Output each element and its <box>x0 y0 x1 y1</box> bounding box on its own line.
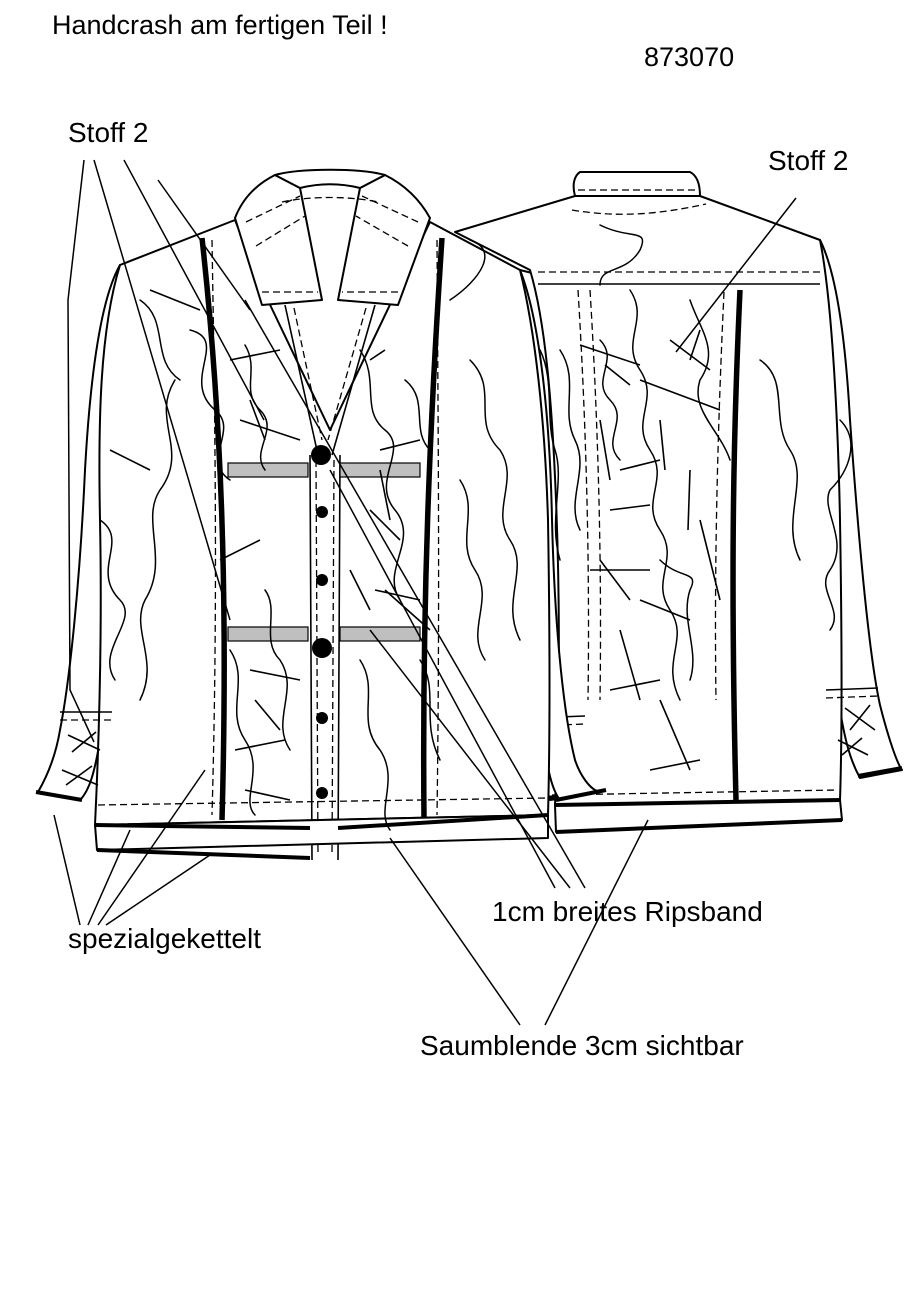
callout-leaders <box>53 159 797 1026</box>
page-title: Handcrash am fertigen Teil ! <box>52 10 388 40</box>
back-right-seam-tape <box>730 289 743 801</box>
leader-grosgrain-3 <box>369 629 571 889</box>
leader-fabric-front-4 <box>157 179 251 311</box>
grosgrain-band-upper-left <box>227 462 309 478</box>
back-view <box>454 171 903 834</box>
button-large-upper <box>311 445 331 465</box>
leader-grosgrain-1 <box>244 299 586 889</box>
front-body <box>94 219 551 826</box>
leader-fabric-front-3 <box>123 159 265 421</box>
chain-stitch-label: spezialgekettelt <box>68 923 262 954</box>
leader-fabric-back <box>675 197 797 353</box>
fabric-label-back: Stoff 2 <box>768 145 849 176</box>
front-right-seam-tape <box>420 237 445 821</box>
article-number: 873070 <box>644 42 735 72</box>
leader-fabric-front-1 <box>67 159 95 743</box>
button-small-3 <box>316 712 328 724</box>
grosgrain-band-lower-right <box>339 626 421 642</box>
fabric-label-front: Stoff 2 <box>68 117 149 148</box>
leader-chain-stitch-4 <box>105 854 211 926</box>
leader-chain-stitch-3 <box>97 769 206 926</box>
front-view <box>35 168 607 861</box>
leader-hem-facing-2 <box>544 819 649 1026</box>
grosgrain-label: 1cm breites Ripsband <box>492 896 763 927</box>
back-collar <box>572 171 701 197</box>
leader-hem-facing-1 <box>389 837 521 1026</box>
leader-chain-stitch-1 <box>53 814 81 926</box>
hem-facing-label: Saumblende 3cm sichtbar <box>420 1030 744 1061</box>
button-small-4 <box>316 787 328 799</box>
front-collar-left <box>234 174 323 306</box>
grosgrain-band-lower-left <box>227 626 309 642</box>
button-large-lower <box>312 638 332 658</box>
leader-chain-stitch-2 <box>87 829 131 926</box>
front-left-seam-tape <box>199 237 227 821</box>
leader-grosgrain-2 <box>329 469 556 889</box>
front-collar-right <box>337 174 431 306</box>
leader-fabric-front-2 <box>93 159 231 621</box>
button-small-1 <box>316 506 328 518</box>
back-neck-collar <box>274 168 386 189</box>
button-small-2 <box>316 574 328 586</box>
